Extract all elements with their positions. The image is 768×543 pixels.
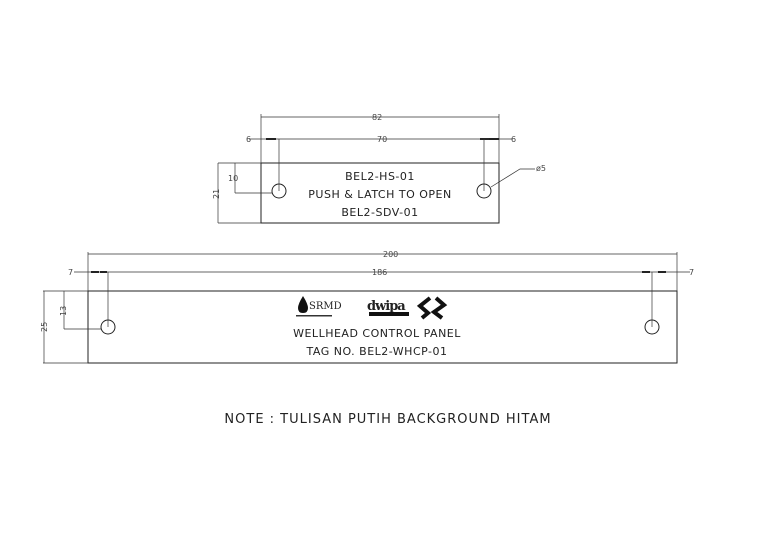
large-plate-line-2: TAG NO. BEL2-WHCP-01 [306,345,448,358]
note-text: NOTE : TULISAN PUTIH BACKGROUND HITAM [224,412,551,427]
dim-6-left: 6 [246,135,251,144]
small-plate-line-1: BEL2-HS-01 [345,170,415,183]
dim-200: 200 [383,250,398,259]
dwipa-logo: dwipa [367,299,409,316]
dim-82: 82 [372,113,382,122]
small-plate: 82 70 6 6 21 10 ø5 BEL2-HS-01 PUSH & LAT… [212,113,546,224]
dim-70: 70 [377,135,387,144]
dim-13: 13 [59,306,68,316]
dim-25: 25 [40,322,49,332]
large-plate-outline [87,290,678,364]
s-logo [416,296,448,320]
srmd-logo: SRMD [296,296,342,317]
dim-10: 10 [228,174,238,183]
large-plate: 200 186 7 7 25 13 SRMD dwipa [40,250,694,364]
dim-186: 186 [372,268,387,277]
small-plate-line-3: BEL2-SDV-01 [341,206,418,219]
dim-21: 21 [212,189,221,199]
dim-7-left: 7 [68,268,73,277]
dim-7-right: 7 [689,268,694,277]
svg-text:dwipa: dwipa [367,299,406,314]
dim-hole-dia: ø5 [536,164,546,173]
large-plate-line-1: WELLHEAD CONTROL PANEL [293,327,461,340]
svg-text:SRMD: SRMD [309,301,342,312]
dim-6-right: 6 [511,135,516,144]
small-plate-line-2: PUSH & LATCH TO OPEN [308,188,451,201]
